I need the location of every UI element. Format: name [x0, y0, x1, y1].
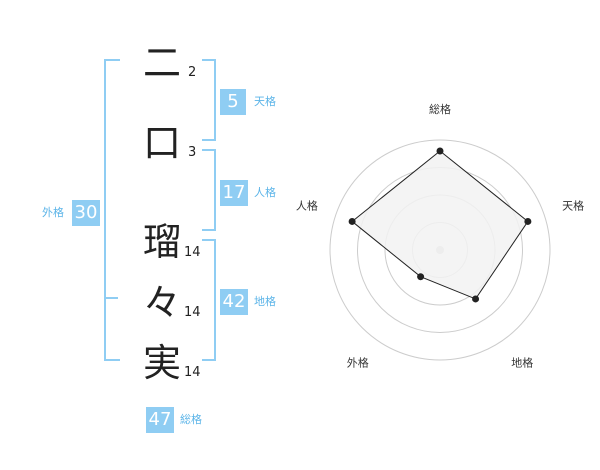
- tenkaku-badge: 5: [220, 89, 246, 115]
- stroke-count-1: 2: [188, 65, 197, 80]
- stroke-count-5: 14: [184, 365, 201, 380]
- chikaku-label: 地格: [254, 295, 276, 308]
- radar-shape: [348, 147, 532, 303]
- radar-axis-label-5: 人格: [296, 199, 318, 213]
- name-char-2: 口: [142, 121, 181, 165]
- chikaku-badge: 42: [220, 289, 248, 315]
- chikaku-bracket: [202, 239, 216, 361]
- radar-axis-label-3: 地格: [511, 355, 533, 369]
- jinkaku-label: 人格: [254, 186, 276, 199]
- jinkaku-badge: 17: [220, 180, 248, 206]
- stroke-count-2: 3: [188, 145, 197, 160]
- tenkaku-label: 天格: [254, 95, 276, 108]
- jinkaku-bracket: [202, 149, 216, 231]
- radar-point-2: [524, 217, 532, 225]
- tenkaku-bracket: [202, 59, 216, 141]
- radar-point-1: [436, 147, 444, 155]
- soukaku-label: 総格: [180, 413, 202, 426]
- gaikaku-label: 外格: [42, 206, 64, 219]
- name-char-1: 二: [142, 41, 181, 85]
- radar-axis-label-2: 天格: [562, 199, 584, 213]
- name-char-4: 々: [142, 281, 181, 325]
- stroke-count-3: 14: [184, 245, 201, 260]
- radar-polygon: [351, 150, 529, 300]
- radar-ring: [329, 139, 551, 361]
- radar-axis-label-1: 総格: [429, 102, 451, 116]
- radar-point-5: [348, 217, 356, 225]
- radar-point-3: [472, 295, 480, 303]
- radar-point-4: [417, 273, 425, 281]
- stroke-count-4: 14: [184, 305, 201, 320]
- gaikaku-badge: 30: [72, 200, 100, 226]
- gaikaku-bracket: [104, 59, 120, 361]
- gaikaku-divider-tick: [104, 297, 118, 299]
- soukaku-badge: 47: [146, 407, 174, 433]
- name-char-5: 実: [142, 341, 181, 385]
- radar-axis-label-4: 外格: [347, 355, 369, 369]
- name-char-3: 瑠: [142, 220, 181, 264]
